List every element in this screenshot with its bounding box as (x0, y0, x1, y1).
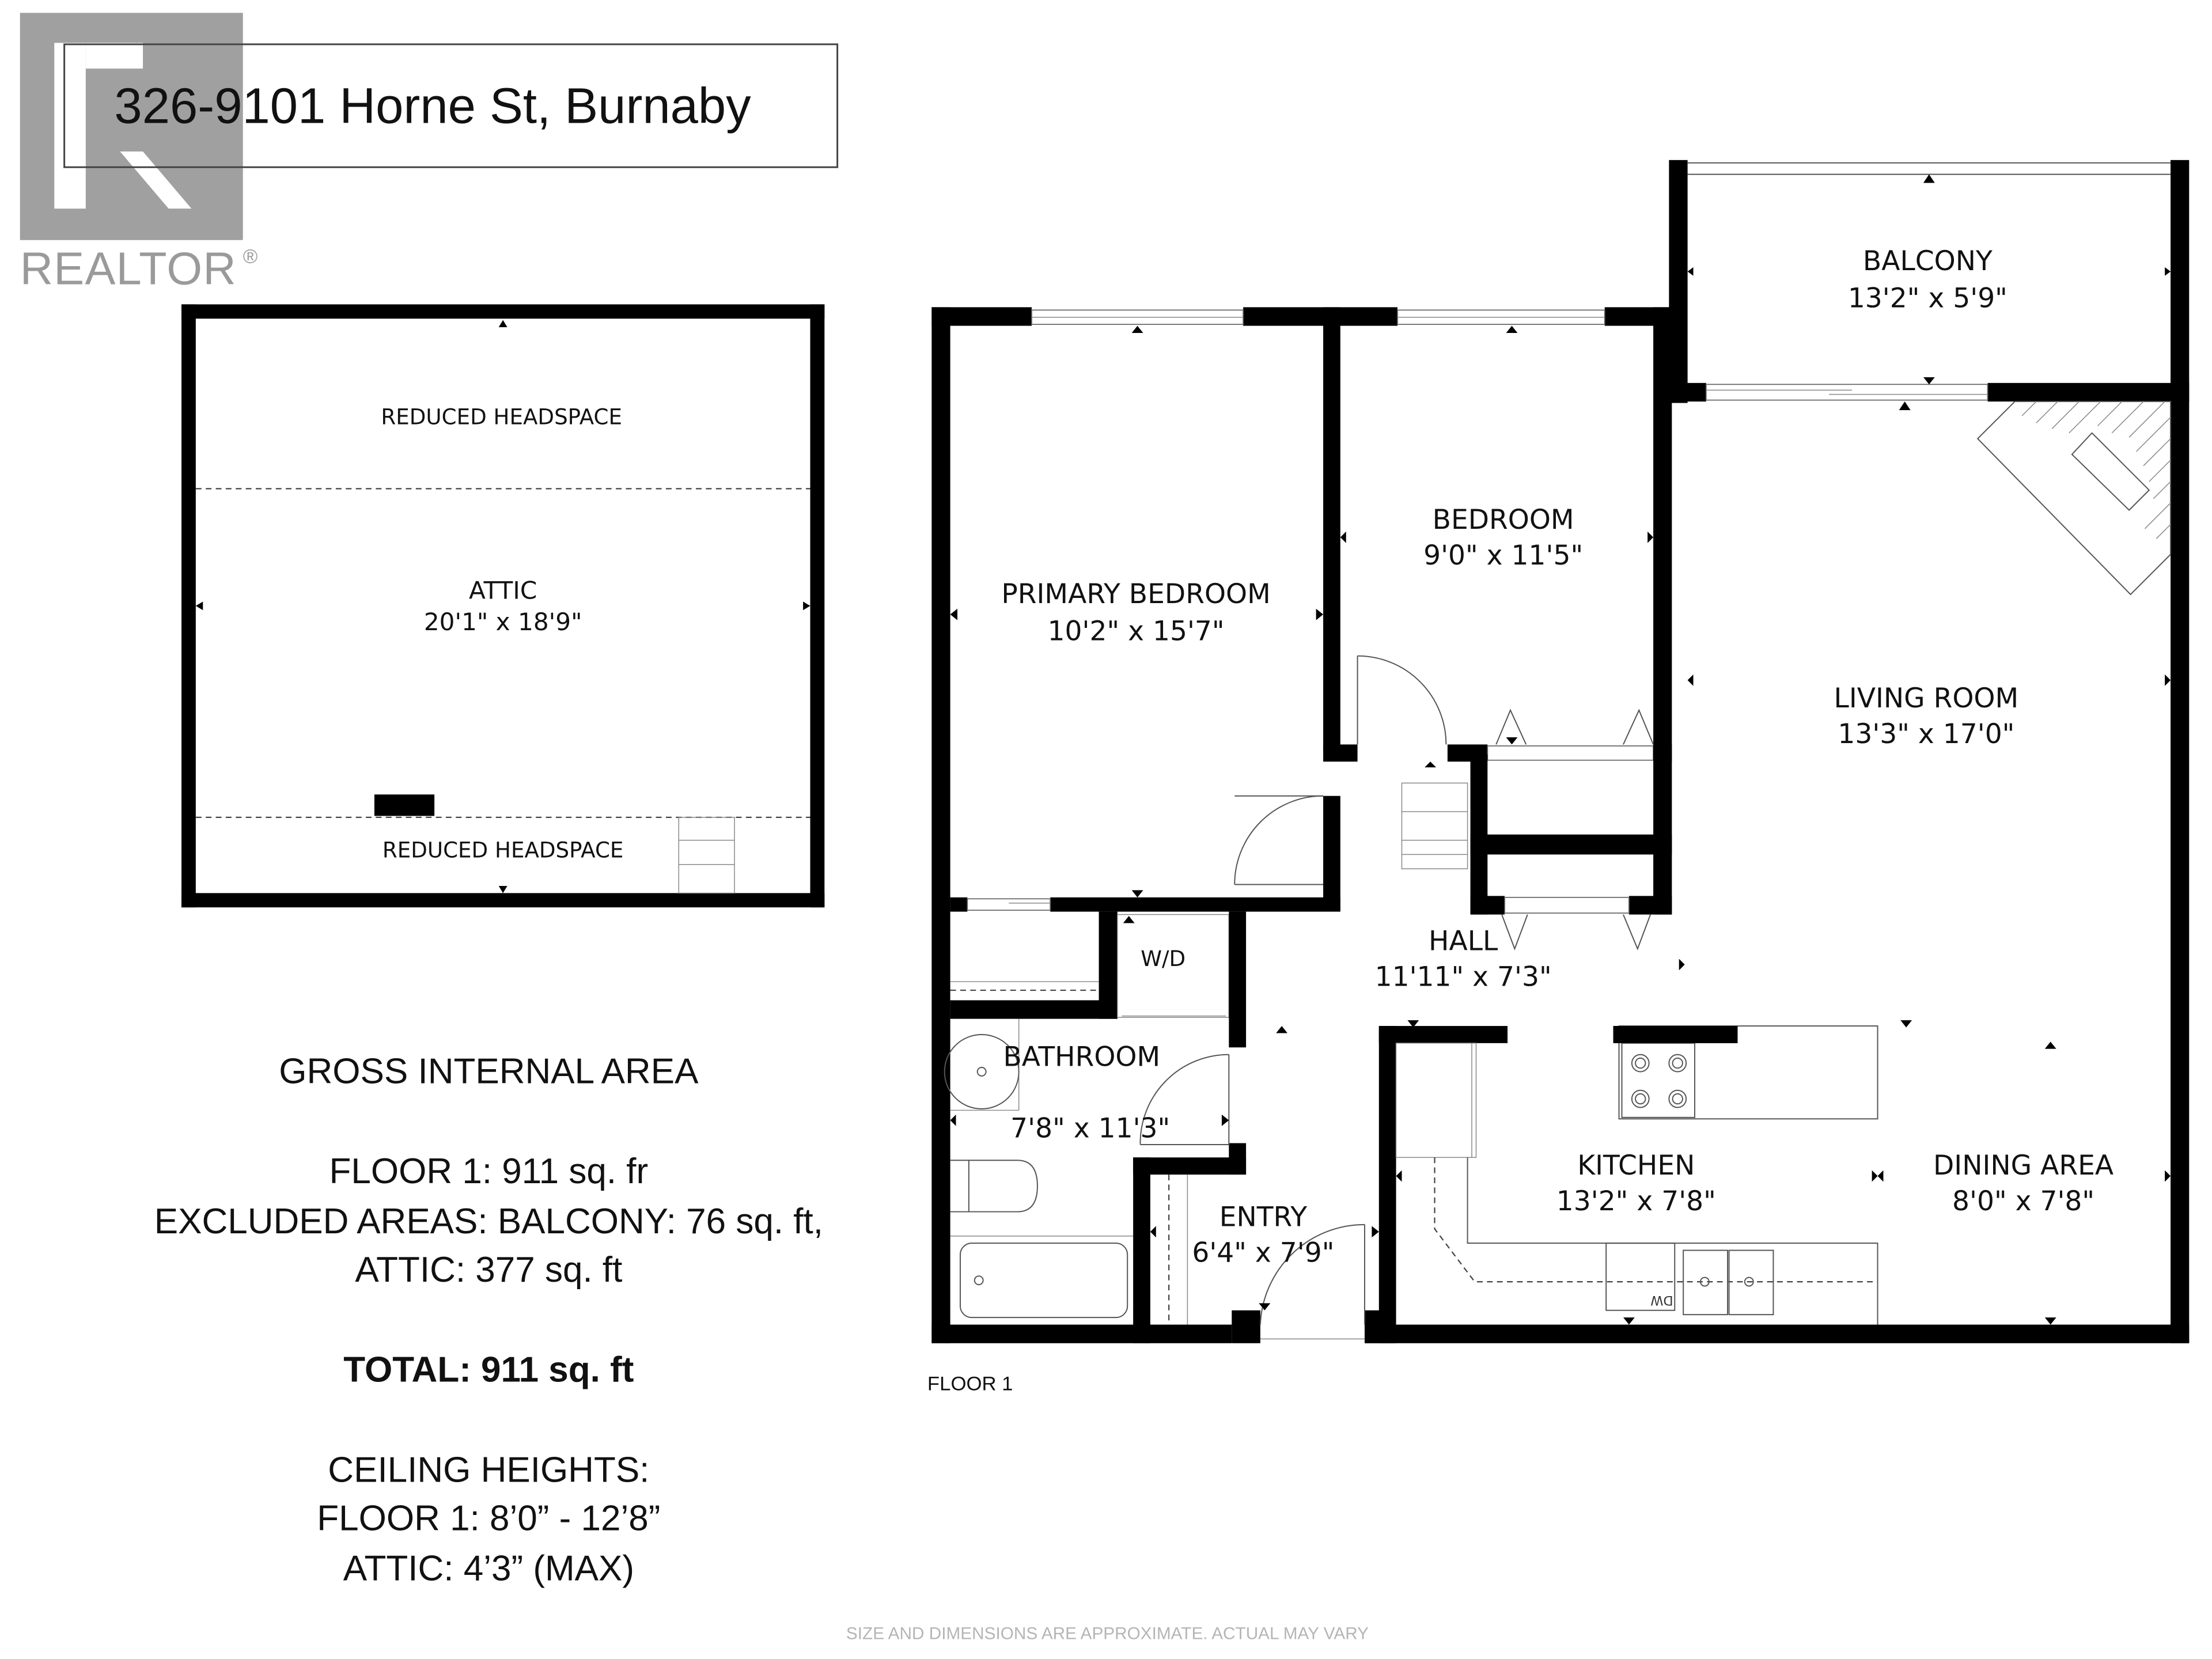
room-bedroom: BEDROOM 9'0" x 11'5" (1423, 504, 1583, 571)
room-name: KITCHEN (1577, 1150, 1695, 1181)
excluded-areas-line1: EXCLUDED AREAS: BALCONY: 76 sq. ft, (154, 1202, 823, 1241)
room-name: PRIMARY BEDROOM (1001, 578, 1270, 610)
attic-room-name: ATTIC (469, 576, 537, 604)
room-entry: ENTRY 6'4" x 7'9" (1192, 1201, 1334, 1268)
room-name: ENTRY (1219, 1201, 1308, 1233)
room-balcony: BALCONY 13'2" x 5'9" (1848, 245, 2008, 314)
room-primary-bedroom: PRIMARY BEDROOM 10'2" x 15'7" (1001, 578, 1270, 647)
room-name: LIVING ROOM (1834, 683, 2019, 714)
room-name: BEDROOM (1433, 504, 1574, 536)
realtor-logo-text: REALTOR (20, 243, 237, 294)
hall-linen-shelves (1401, 782, 1468, 869)
floor1-plan: W/D (927, 160, 2190, 1395)
disclaimer: SIZE AND DIMENSIONS ARE APPROXIMATE. ACT… (846, 1624, 1369, 1643)
ceiling-heights-heading: CEILING HEIGHTS: (328, 1450, 649, 1490)
room-dimensions: 13'2" x 7'8" (1556, 1185, 1716, 1217)
room-hall: HALL 11'11" x 7'3" (1375, 926, 1552, 993)
gross-area-heading: GROSS INTERNAL AREA (279, 1051, 699, 1091)
registered-mark: ® (243, 245, 258, 267)
ceiling-floor1: FLOOR 1: 8’0” - 12’8” (317, 1499, 660, 1539)
bedroom-door (1357, 655, 1447, 745)
ceiling-attic: ATTIC: 4’3” (MAX) (343, 1549, 634, 1589)
room-kitchen: KITCHEN 13'2" x 7'8" (1556, 1150, 1716, 1217)
bathtub (950, 1235, 1134, 1319)
bathroom-door (1139, 1054, 1230, 1145)
room-dining-area: DINING AREA 8'0" x 7'8" (1933, 1150, 2113, 1217)
property-address: 326-9101 Horne St, Burnaby (114, 78, 751, 134)
area-summary: GROSS INTERNAL AREA FLOOR 1: 911 sq. fr … (154, 1051, 823, 1588)
room-living-room: LIVING ROOM 13'3" x 17'0" (1834, 683, 2019, 750)
fireplace (1976, 401, 2172, 596)
realtor-r-icon (20, 13, 243, 240)
room-dimensions: 8'0" x 7'8" (1952, 1185, 2094, 1217)
dishwasher-label: DW (1650, 1293, 1673, 1308)
room-dimensions: 10'2" x 15'7" (1048, 615, 1225, 647)
room-name: DINING AREA (1933, 1150, 2113, 1181)
room-dimensions: 6'4" x 7'9" (1192, 1237, 1334, 1268)
kitchen-island (1613, 1025, 1878, 1120)
floor1-area: FLOOR 1: 911 sq. fr (329, 1152, 649, 1191)
laundry-label: W/D (1141, 946, 1185, 971)
attic-bottom-zone-label: REDUCED HEADSPACE (382, 837, 624, 862)
room-name: BATHROOM (1003, 1041, 1160, 1073)
balcony-area (1669, 160, 2190, 410)
attic-hatch (374, 794, 435, 816)
room-dimensions: 13'3" x 17'0" (1838, 718, 2014, 750)
attic-plan: REDUCED HEADSPACE ATTIC 20'1" x 18'9" RE… (181, 304, 825, 908)
entry-door (1259, 1224, 1365, 1340)
floor1-label: FLOOR 1 (927, 1373, 1013, 1395)
attic-top-zone-label: REDUCED HEADSPACE (381, 404, 622, 430)
attic-room-dimensions: 20'1" x 18'9" (424, 608, 582, 636)
total-area: TOTAL: 911 sq. ft (343, 1350, 634, 1390)
primary-bedroom-door (1234, 795, 1324, 885)
bathroom-sink (944, 1018, 1020, 1111)
kitchen-counter: DW (1434, 1157, 1878, 1325)
room-name: BALCONY (1863, 245, 1993, 277)
room-dimensions: 9'0" x 11'5" (1423, 540, 1583, 571)
room-dimensions: 7'8" x 11'3" (1010, 1113, 1170, 1145)
room-bathroom: BATHROOM 7'8" x 11'3" (1003, 1041, 1170, 1145)
attic-ladder (678, 817, 735, 894)
realtor-logo: REALTOR ® (20, 13, 258, 294)
room-name: HALL (1429, 926, 1498, 957)
title-box: 326-9101 Horne St, Burnaby (63, 43, 839, 168)
excluded-areas-line2: ATTIC: 377 sq. ft (355, 1250, 622, 1290)
toilet (950, 1160, 1038, 1213)
room-dimensions: 13'2" x 5'9" (1848, 282, 2008, 314)
room-dimensions: 11'11" x 7'3" (1375, 961, 1552, 993)
